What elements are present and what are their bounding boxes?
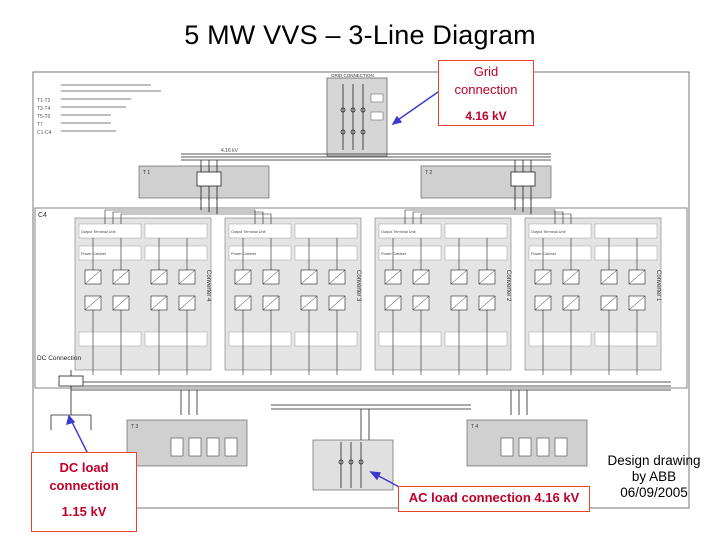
svg-text:T 4: T 4 [471, 424, 478, 430]
ac-load-box [312, 439, 394, 491]
section-label: C4 [38, 212, 47, 219]
converter-label: Converter 1 [655, 270, 661, 302]
upper-transformer-right: T 2 [420, 160, 552, 200]
slide-title: 5 MW VVS – 3-Line Diagram [184, 20, 536, 50]
design-credit: Design drawing by ABB 06/09/2005 [592, 453, 716, 501]
panel-label: Power Cabinet [231, 252, 257, 256]
lower-transformer-right: T 4 [466, 419, 588, 467]
ac-load-callout: AC load connection 4.16 kV [398, 486, 590, 512]
drawing-frame [32, 71, 690, 509]
legend-item: T3-T4 [37, 106, 51, 112]
dc-load-feed [50, 370, 92, 430]
svg-text:T 1: T 1 [143, 170, 150, 176]
callout-line: DC load [59, 460, 109, 475]
svg-text:T 3: T 3 [131, 424, 138, 430]
callout-line: Grid [473, 64, 499, 79]
main-busbar [181, 153, 551, 161]
converter-label: Converter 3 [355, 270, 361, 302]
dc-connection-label: DC Connection [37, 355, 81, 362]
legend-item: C1-C4 [37, 130, 52, 136]
callout-arrows [66, 91, 439, 489]
grid-arrow [394, 91, 439, 123]
credit-line: Design drawing [607, 453, 701, 468]
panel-label: Power Cabinet [381, 252, 407, 256]
converter-label: Converter 4 [205, 270, 211, 302]
legend-item: T5-T6 [37, 114, 51, 120]
lower-transformer-left: T 3 [126, 419, 248, 467]
cable-runs [180, 390, 528, 490]
grid-connection-callout: Grid connection 4.16 kV [438, 60, 534, 126]
svg-text:T 2: T 2 [425, 170, 432, 176]
panel-label: Output Terminal Unit [81, 230, 116, 234]
grid-box-label: GRID CONNECTION [331, 73, 374, 78]
legend-item: T7 [37, 122, 43, 128]
credit-line: by ABB [631, 469, 677, 484]
converter-section [34, 207, 688, 389]
credit-line: 06/09/2005 [620, 485, 688, 500]
callout-line: connection [454, 82, 518, 97]
upper-transformer-left: T 1 [138, 160, 270, 200]
dc-busbars [71, 381, 671, 391]
panel-label: Output Terminal Unit [381, 230, 416, 234]
panel-label: Power Cabinet [531, 252, 557, 256]
panel-label: Output Terminal Unit [231, 230, 266, 234]
panel-label: Power Cabinet [81, 252, 107, 256]
grid-connection-box: GRID CONNECTION [326, 73, 388, 157]
legend-block: T1-T2 T3-T4 T5-T6 T7 C1-C4 [37, 84, 161, 136]
dc-load-callout: DC load connection 1.15 kV [31, 452, 137, 532]
legend-item: T1-T2 [37, 98, 51, 104]
callout-voltage: 1.15 kV [61, 504, 107, 519]
callout-line: connection [49, 478, 119, 493]
ac-arrow [374, 473, 402, 489]
callout-voltage: 4.16 kV [465, 109, 507, 123]
busbar-label: 4.16 kV [221, 148, 239, 154]
panel-label: Output Terminal Unit [531, 230, 566, 234]
three-line-diagram: T1-T2 T3-T4 T5-T6 T7 C1-C4 GRID CONNECTI… [32, 71, 690, 509]
dc-arrow [70, 419, 90, 457]
converter-label: Converter 2 [505, 270, 511, 302]
